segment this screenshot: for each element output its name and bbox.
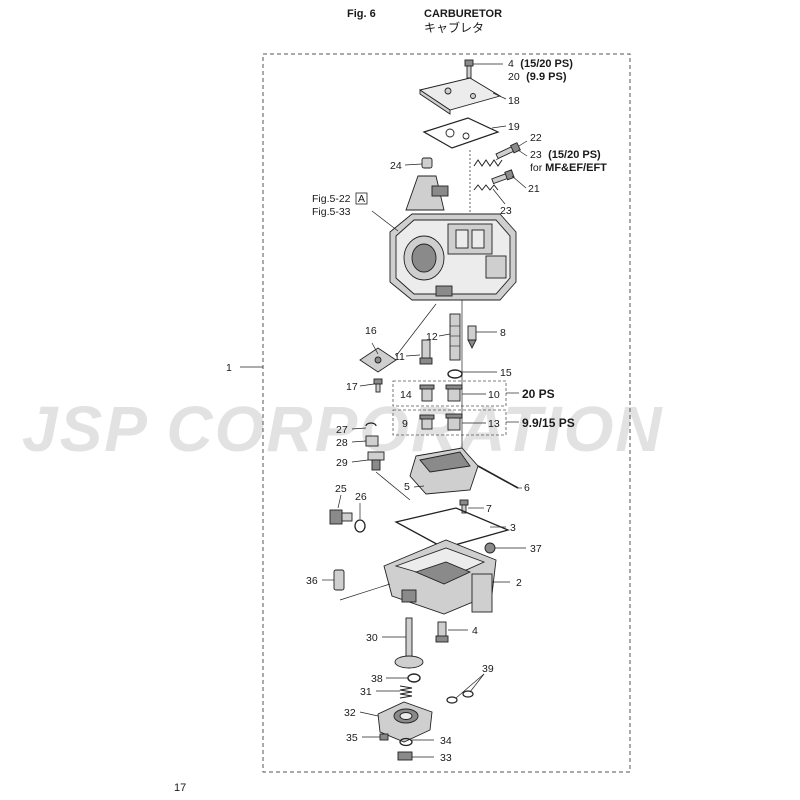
screw-23-icon bbox=[495, 142, 521, 160]
callout-22: 22 bbox=[530, 132, 542, 144]
callout-35: 35 bbox=[346, 732, 358, 744]
fig-ref-5-33: Fig.5-33 bbox=[312, 206, 351, 218]
pump-body-32-icon bbox=[377, 701, 433, 743]
clip-27-icon bbox=[365, 422, 377, 427]
washer-26-icon bbox=[354, 519, 366, 533]
screw-7-icon bbox=[459, 499, 469, 514]
callout-15: 15 bbox=[500, 367, 512, 379]
pin-6-icon bbox=[477, 465, 519, 489]
callout-20: 20 (9.9 PS) bbox=[508, 67, 567, 84]
callout-36: 36 bbox=[306, 575, 318, 587]
page-number: 17 bbox=[174, 782, 187, 794]
plunger-30-icon bbox=[394, 617, 424, 669]
screw-21-icon bbox=[491, 169, 515, 185]
callout-32: 32 bbox=[344, 707, 356, 719]
callout-39: 39 bbox=[482, 663, 494, 675]
screw-4b-icon bbox=[435, 621, 449, 643]
callout-1: 1 bbox=[226, 362, 232, 374]
drain-screw-25-icon bbox=[329, 509, 353, 525]
plug-37-icon bbox=[484, 542, 496, 554]
nozzle-12-icon bbox=[449, 313, 461, 361]
callout-31: 31 bbox=[360, 686, 372, 698]
callout-9: 9 bbox=[402, 418, 408, 430]
callout-16: 16 bbox=[365, 325, 377, 337]
callout-10: 10 bbox=[488, 389, 500, 401]
needle-8-icon bbox=[467, 325, 477, 350]
callout-17: 17 bbox=[346, 381, 358, 393]
callout-26: 26 bbox=[355, 491, 367, 503]
valve-29-icon bbox=[367, 451, 385, 471]
watermark: JSP CORPORATION bbox=[22, 393, 664, 465]
o-ring-38-icon bbox=[407, 673, 421, 683]
collar-28-icon bbox=[365, 435, 379, 447]
callout-6: 6 bbox=[524, 482, 530, 494]
callout-23-top: 23 (15/20 PS) bbox=[530, 145, 601, 162]
group-box-9-9-15ps bbox=[392, 409, 507, 436]
fig-ref-box: A bbox=[358, 193, 365, 205]
callout-12: 12 bbox=[426, 331, 438, 343]
callout-21: 21 bbox=[528, 183, 540, 195]
callout-2: 2 bbox=[516, 577, 522, 589]
callout-38: 38 bbox=[371, 673, 383, 685]
o-ring-15-icon bbox=[447, 369, 463, 379]
callout-8: 8 bbox=[500, 327, 506, 339]
jet-14-icon bbox=[419, 384, 435, 402]
spring-31-icon bbox=[399, 685, 413, 699]
fig-ref-5-22: Fig.5-22 bbox=[312, 193, 351, 205]
callout-11: 11 bbox=[394, 351, 405, 363]
figure-title: CARBURETOR bbox=[424, 8, 503, 20]
screw-17-icon bbox=[373, 378, 383, 393]
callout-27: 27 bbox=[336, 424, 348, 436]
callout-30: 30 bbox=[366, 632, 378, 644]
nut-33-icon bbox=[397, 751, 413, 761]
gasket-3-icon bbox=[394, 507, 510, 549]
callout-23-models: for MF&EF/EFT bbox=[530, 162, 607, 174]
callout-13: 13 bbox=[488, 418, 500, 430]
callout-7: 7 bbox=[486, 503, 492, 515]
assembly-border bbox=[262, 53, 631, 773]
pin-36-icon bbox=[333, 569, 345, 591]
screw-35-icon bbox=[379, 733, 389, 741]
seal-24-icon bbox=[421, 157, 433, 169]
callout-3: 3 bbox=[510, 522, 516, 534]
callout-28: 28 bbox=[336, 437, 348, 449]
callout-14: 14 bbox=[400, 389, 412, 401]
callout-23-bottom: 23 bbox=[500, 205, 512, 217]
spring-23-icon bbox=[473, 184, 499, 191]
jet-10-icon bbox=[445, 384, 463, 402]
callout-25: 25 bbox=[335, 483, 347, 495]
jet-11-icon bbox=[419, 339, 433, 365]
callout-4-bottom: 4 bbox=[472, 625, 478, 637]
bracket-16-icon bbox=[359, 347, 397, 373]
screw-4-icon bbox=[464, 59, 474, 79]
callout-33: 33 bbox=[440, 752, 452, 764]
callout-37: 37 bbox=[530, 543, 542, 555]
washer-34-icon bbox=[399, 737, 413, 747]
washer-39-icon bbox=[446, 690, 474, 704]
float-chamber-2-icon bbox=[383, 539, 497, 615]
plate-18-icon bbox=[418, 77, 502, 115]
callout-5: 5 bbox=[404, 481, 410, 493]
float-5-icon bbox=[409, 447, 479, 495]
spring-22-icon bbox=[473, 159, 503, 167]
figure-subtitle: キャブレタ bbox=[424, 21, 485, 35]
callout-24: 24 bbox=[390, 160, 402, 172]
jet-13-icon bbox=[445, 413, 463, 431]
gasket-19-icon bbox=[422, 117, 500, 149]
group-label-9-9-15ps: 9.9/15 PS bbox=[522, 416, 575, 430]
carburetor-body-icon bbox=[389, 175, 517, 301]
callout-29: 29 bbox=[336, 457, 348, 469]
callout-19: 19 bbox=[508, 121, 520, 133]
group-box-20ps bbox=[392, 380, 507, 407]
jet-9-icon bbox=[419, 414, 435, 430]
group-label-20ps: 20 PS bbox=[522, 387, 555, 401]
figure-number: Fig. 6 bbox=[347, 8, 376, 20]
callout-34: 34 bbox=[440, 735, 452, 747]
callout-4-top: 4 (15/20 PS) bbox=[508, 54, 573, 71]
callout-18: 18 bbox=[508, 95, 520, 107]
